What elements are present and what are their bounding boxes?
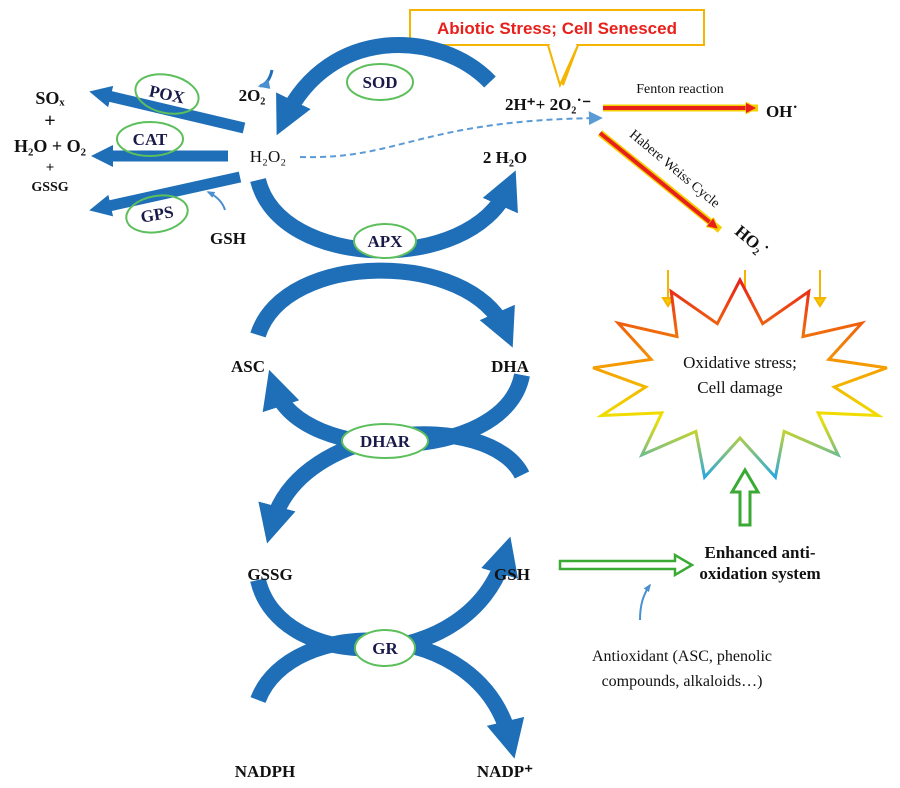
- h2o2-branch-arrows: [89, 85, 246, 217]
- h2o2-label: H₂O₂: [250, 147, 286, 166]
- enhanced-anti-label: Enhanced anti-: [705, 543, 816, 562]
- green-up-arrow: [729, 467, 761, 527]
- superoxide-label: 2H⁺+ 2O₂˙⁻: [505, 95, 591, 114]
- gr-label: GR: [372, 639, 398, 658]
- apx-oval: [353, 223, 417, 259]
- asc-label: ASC: [231, 357, 265, 376]
- antioxidant-input-arrow: [639, 583, 651, 621]
- pox-arrow: [89, 85, 246, 134]
- abiotic-stress-callout: Abiotic Stress; Cell Senesced: [409, 9, 705, 88]
- gssg-label: GSSG: [247, 565, 292, 584]
- haber-weiss-arrow: [598, 131, 717, 228]
- cat-oval: [116, 121, 184, 157]
- dha-label: DHA: [491, 357, 530, 376]
- dhar-oval: [341, 423, 429, 459]
- gps-oval: [125, 194, 189, 234]
- two-h2o-label: 2 H₂O: [483, 148, 527, 167]
- green-right-arrow: [558, 552, 695, 578]
- two-o2-label: 2O₂: [239, 86, 266, 105]
- sod-arc-arrow: [276, 37, 496, 136]
- cell-damage-label: Cell damage: [697, 378, 782, 397]
- sod-oval: [346, 63, 414, 101]
- nadp-label: NADP⁺: [477, 762, 533, 781]
- asc-dha-arc-arrow: [250, 262, 515, 348]
- oxidative-stress-label: Oxidative stress;: [683, 353, 797, 372]
- hydroperoxyl-label: HO₂˙: [731, 222, 772, 260]
- down-arrow-1: [661, 270, 675, 308]
- apx-label: APX: [368, 232, 404, 251]
- plus-sign: +: [46, 160, 55, 176]
- gr-oval: [354, 629, 416, 667]
- plus-sign: +: [44, 110, 55, 132]
- sox-label: SOₓ: [35, 88, 65, 108]
- cat-label: CAT: [133, 130, 168, 149]
- antioxidant-line2: compounds, alkaloids…): [602, 673, 763, 690]
- oxidative-stress-starburst: [592, 276, 888, 481]
- pox-oval: [134, 73, 200, 115]
- oxidation-system-label: oxidation system: [699, 564, 820, 583]
- antioxidant-line1: Antioxidant (ASC, phenolic: [592, 648, 772, 665]
- nadph-label: NADPH: [235, 762, 295, 781]
- gssg-product-label: GSSG: [31, 180, 68, 195]
- o2-release-arrow: [257, 69, 274, 89]
- hydroxyl-radical-label: OH˙: [766, 102, 798, 121]
- gsh-label: GSH: [494, 565, 530, 584]
- gsh-input-arrow: [206, 191, 226, 211]
- callout-text: Abiotic Stress; Cell Senesced: [437, 19, 677, 38]
- sod-label: SOD: [363, 73, 398, 92]
- gsh-input-label: GSH: [210, 229, 246, 248]
- dashed-arrow: [299, 111, 603, 159]
- gps-arrow: [89, 171, 242, 217]
- h2o-o2-label: H₂O + O₂: [14, 136, 86, 156]
- down-arrow-3: [813, 270, 827, 308]
- fenton-reaction-label: Fenton reaction: [636, 82, 723, 97]
- dhar-label: DHAR: [360, 432, 411, 451]
